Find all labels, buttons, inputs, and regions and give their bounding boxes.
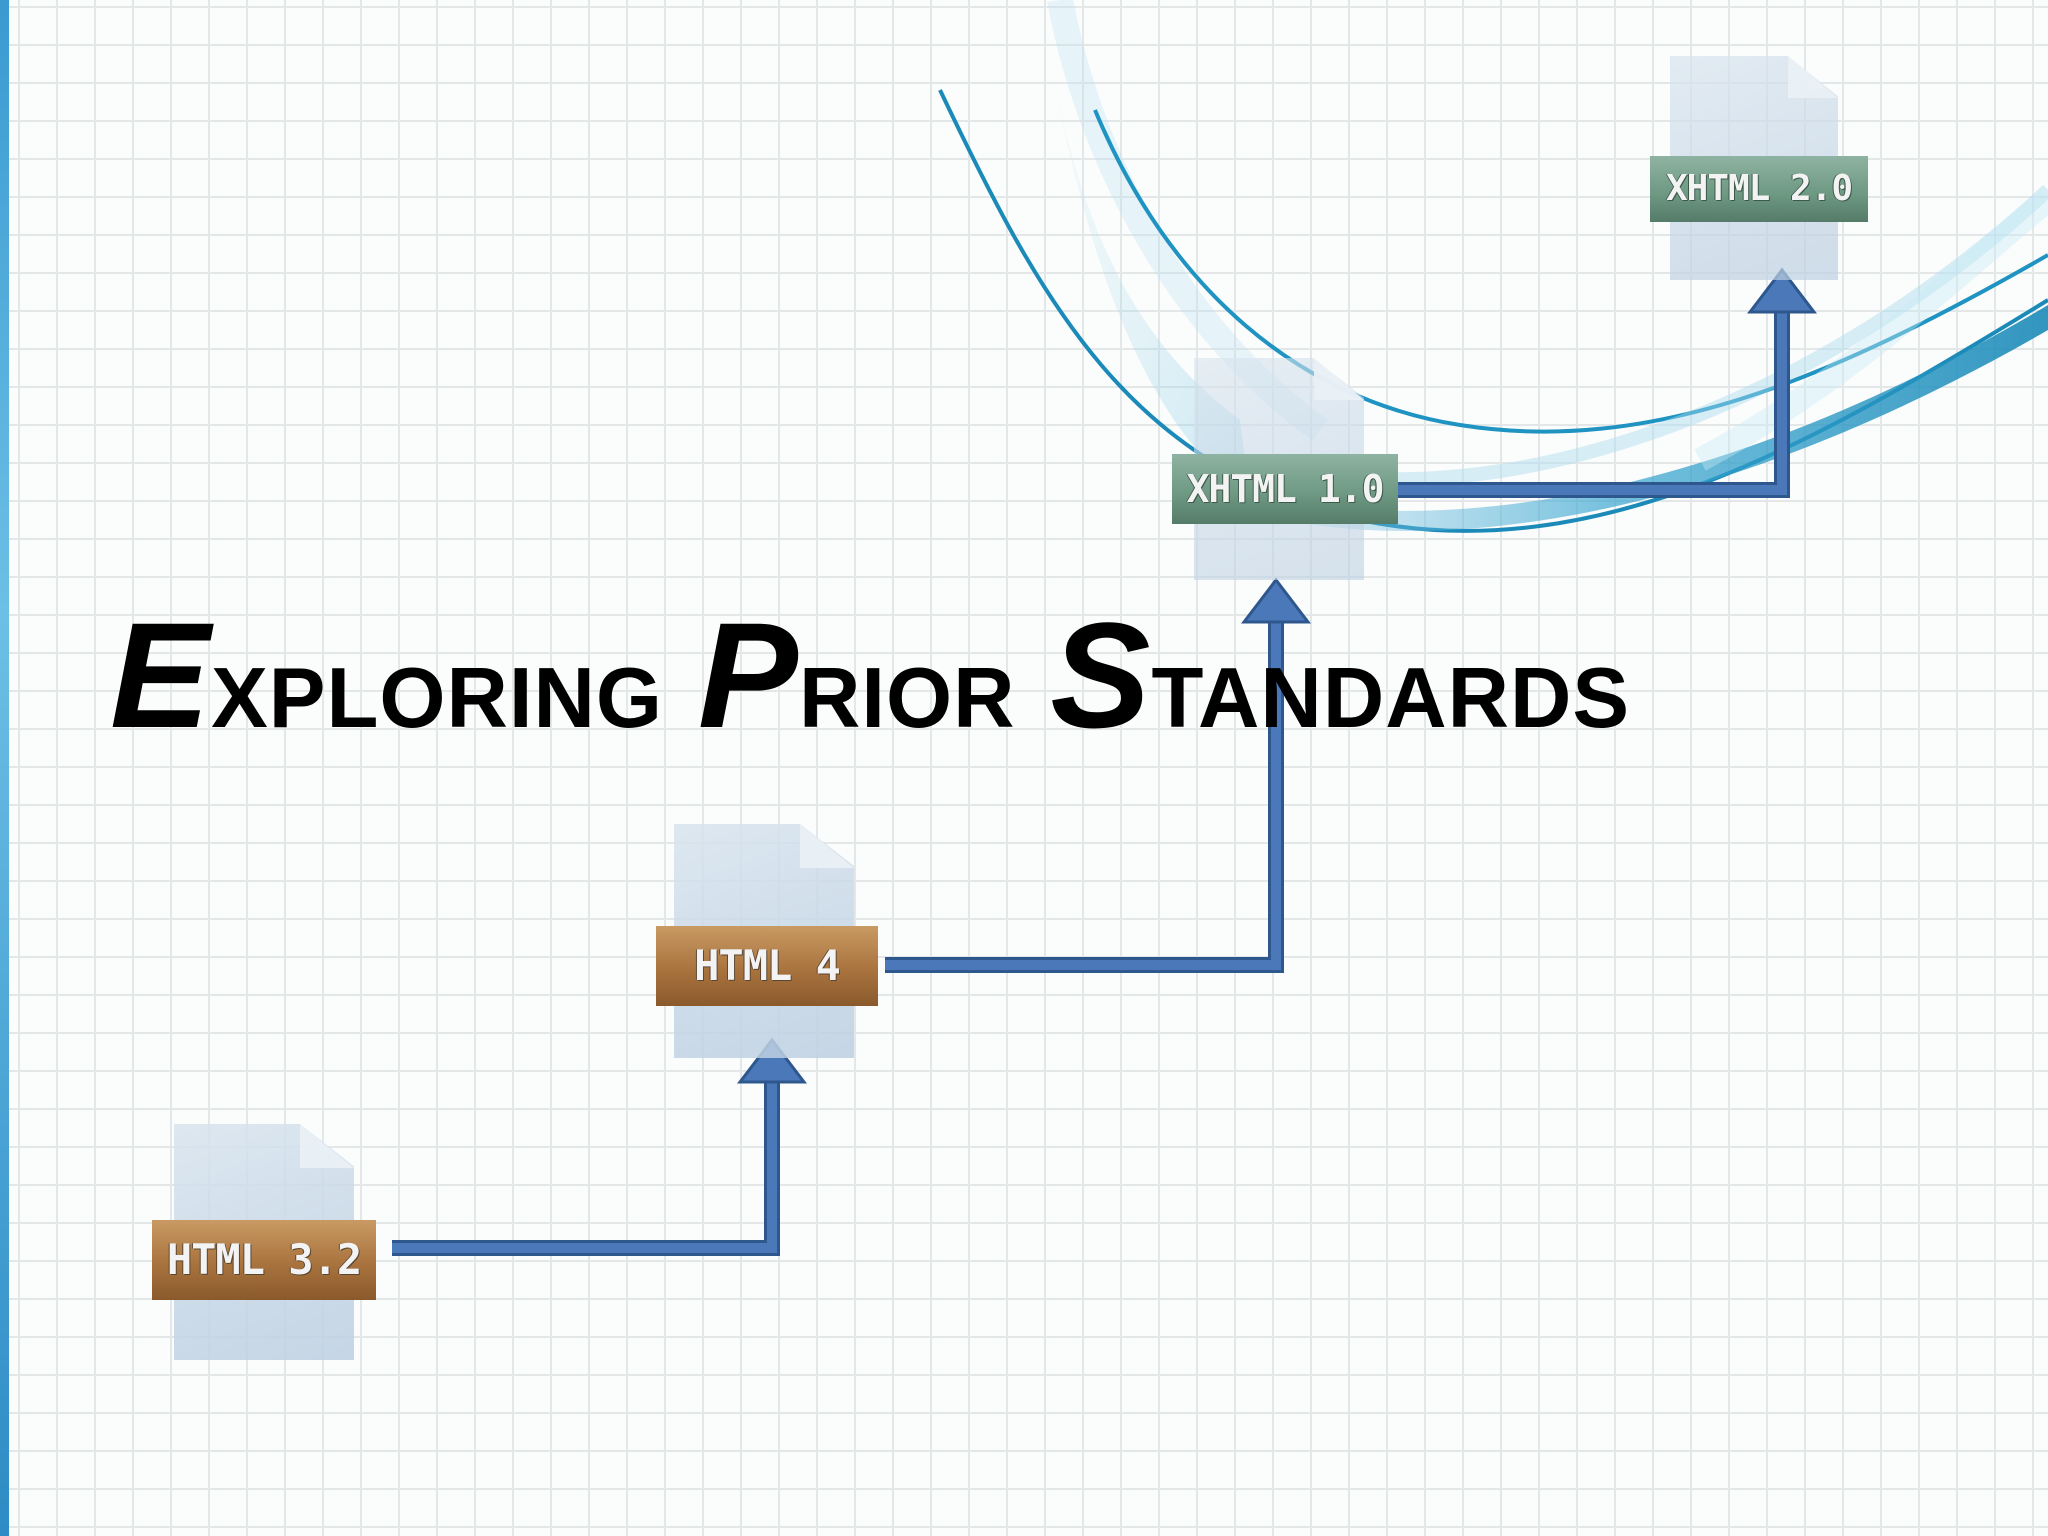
title-word-standards: Standards — [1050, 591, 1631, 759]
connector-html32-to-html4 — [392, 1037, 808, 1256]
html4-label: HTML 4 — [656, 926, 878, 1006]
html4-document-icon: HTML 4 — [652, 824, 884, 1058]
title-word-exploring: Exploring — [110, 591, 663, 759]
html32-document-icon: HTML 3.2 — [152, 1124, 382, 1360]
html32-label: HTML 3.2 — [152, 1220, 376, 1300]
title-word-prior: Prior — [697, 591, 1016, 759]
xhtml10-document-icon: XHTML 1.0 — [1172, 358, 1400, 580]
connector-html4-to-xhtml10 — [885, 577, 1312, 973]
xhtml20-document-icon: XHTML 2.0 — [1646, 56, 1870, 280]
decorative-swoosh — [938, 0, 2048, 533]
xhtml20-label: XHTML 2.0 — [1650, 156, 1868, 222]
slide-title: Exploring Prior Standards — [110, 600, 1630, 750]
connector-xhtml10-to-xhtml20 — [1398, 267, 1818, 498]
xhtml10-label: XHTML 1.0 — [1172, 454, 1398, 524]
left-accent-strip — [0, 0, 9, 1536]
